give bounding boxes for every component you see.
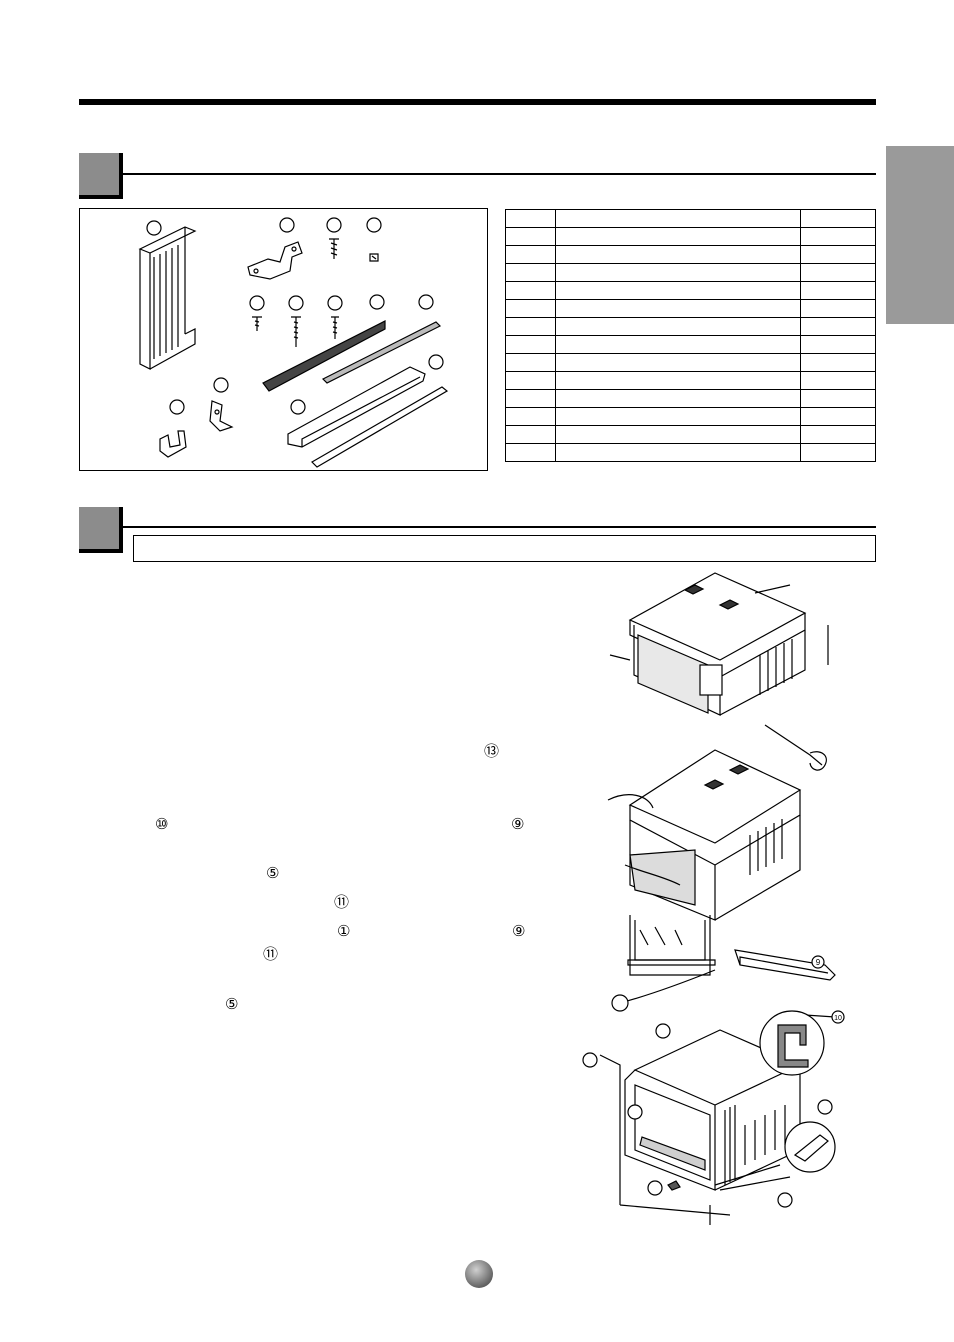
- side-tab: [886, 146, 954, 324]
- table-row: [505, 245, 876, 264]
- rail-label-9: 9: [816, 958, 821, 967]
- table-row: [505, 263, 876, 282]
- ref-marker: ⑩: [155, 815, 169, 833]
- ref-marker: ⑨: [512, 922, 526, 940]
- table-row: [505, 281, 876, 300]
- section-1-rule: [123, 173, 876, 175]
- ref-marker: ①: [337, 922, 351, 940]
- ref-marker: ⑬: [484, 742, 500, 760]
- section-1-marker: [79, 153, 123, 199]
- section-2-marker: [79, 507, 123, 553]
- table-row: [505, 227, 876, 246]
- parts-drawing: [138, 217, 449, 468]
- table-row: [505, 443, 876, 462]
- parts-illustration: [79, 208, 488, 471]
- ref-marker: ⑤: [225, 995, 239, 1013]
- table-row: [505, 317, 876, 336]
- section-2-banner: [133, 535, 876, 562]
- table-row: [505, 353, 876, 372]
- table-row: [505, 335, 876, 354]
- table-row: [505, 407, 876, 426]
- top-rule: [79, 99, 876, 105]
- table-row: [505, 209, 876, 228]
- parts-table: [505, 209, 876, 462]
- table-row: [505, 299, 876, 318]
- ref-marker: ⑪: [263, 945, 279, 963]
- table-row: [505, 371, 876, 390]
- page-number-dot: [465, 1260, 493, 1288]
- ref-marker: ⑤: [266, 864, 280, 882]
- installation-illustrations: 9 10: [582, 572, 845, 1225]
- table-row: [505, 389, 876, 408]
- section-2-rule: [123, 526, 876, 528]
- table-row: [505, 425, 876, 444]
- ref-marker: ⑪: [334, 893, 350, 911]
- rail-label-10: 10: [834, 1015, 842, 1022]
- ref-marker: ⑨: [511, 815, 525, 833]
